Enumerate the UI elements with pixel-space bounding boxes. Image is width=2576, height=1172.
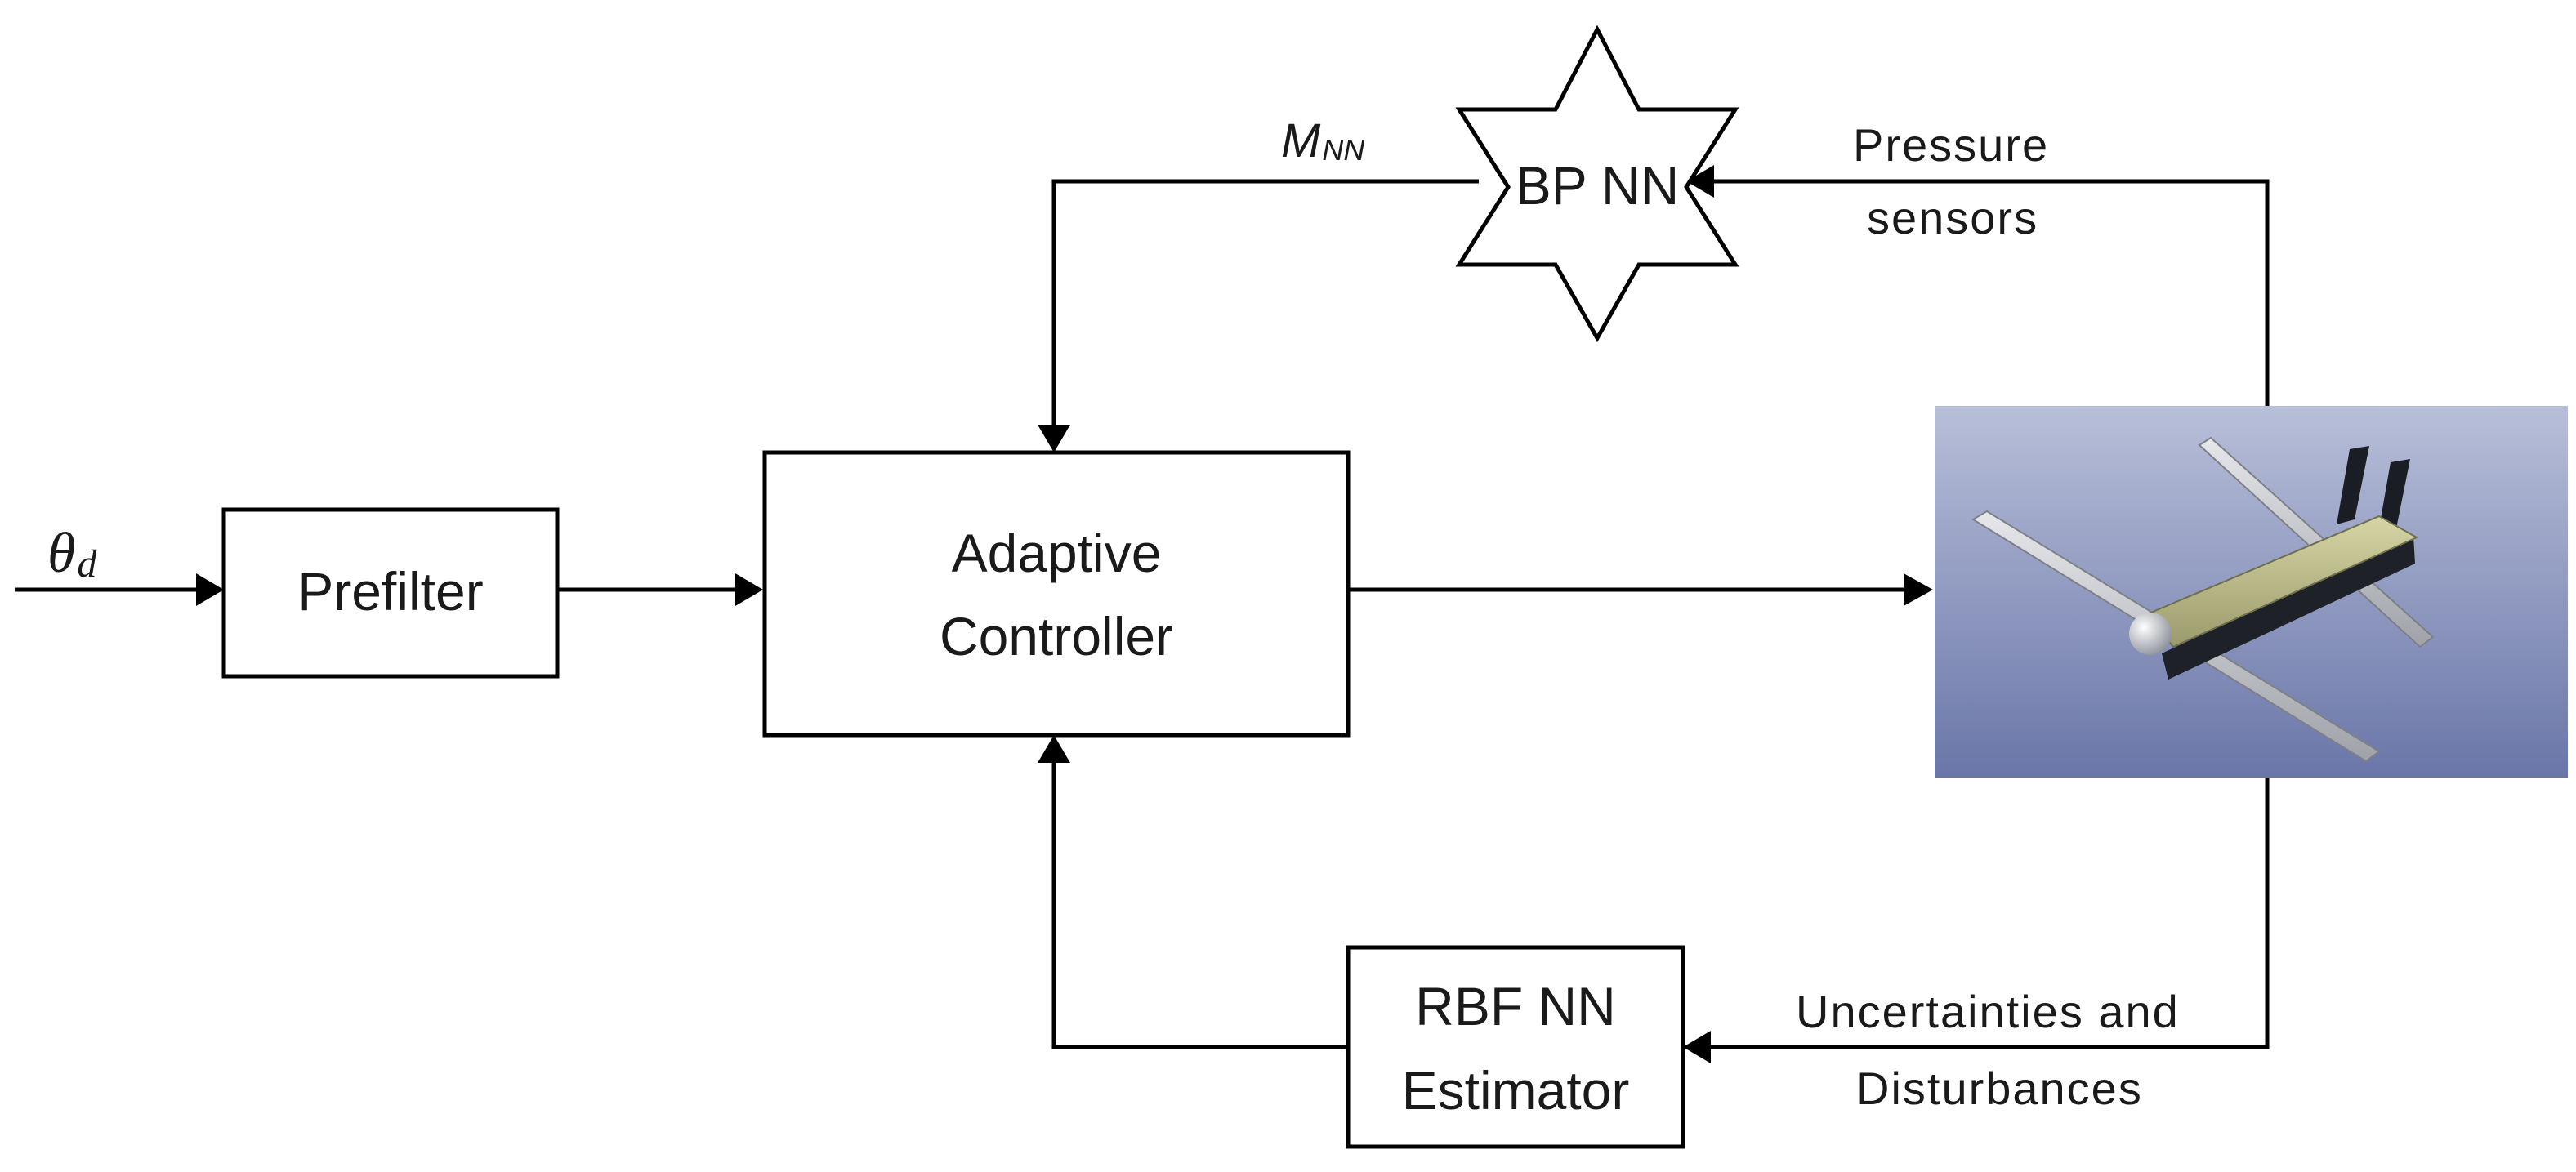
theta-subscript: d (77, 542, 97, 586)
rbf-label-line2: Estimator (1402, 1060, 1630, 1121)
svg-text:MNN: MNN (1281, 114, 1365, 167)
prefilter-block: Prefilter (221, 507, 560, 679)
uncertainty-label-line1: Uncertainties and (1796, 986, 2180, 1037)
fuselage-shadow (2162, 536, 2415, 680)
theta-symbol: θ (47, 522, 75, 585)
pressure-label-line1: Pressure (1853, 119, 2049, 171)
prefilter-label: Prefilter (297, 561, 483, 622)
adaptive-controller-block: Adaptive Controller (762, 450, 1351, 738)
plant-to-rbf-arrowhead (1683, 1031, 1711, 1063)
rbf-nn-estimator-block: RBF NN Estimator (1346, 945, 1685, 1149)
plant-to-bpnn-line (1714, 179, 2270, 406)
input-arrowhead (196, 573, 224, 606)
uncertainty-label-line2: Disturbances (1856, 1063, 2143, 1114)
rbf-label-line1: RBF NN (1415, 976, 1616, 1036)
prefilter-to-controller-arrowhead (735, 573, 763, 606)
mnn-label: MNN (1281, 114, 1365, 167)
bp-nn-block: BP NN (1455, 25, 1739, 343)
controller-label-line1: Adaptive (952, 523, 1162, 583)
controller-to-plant-arrowhead (1904, 573, 1933, 606)
bpnn-to-controller-line (1051, 179, 1479, 425)
input-theta-d-label: θd (47, 522, 97, 586)
tail-fin-left (2337, 446, 2369, 524)
bp-nn-label: BP NN (1516, 155, 1680, 216)
rbf-to-controller-arrowhead (1038, 735, 1070, 763)
tail-fin-right (2377, 459, 2410, 537)
controller-label-line2: Controller (940, 606, 1173, 666)
mnn-main: M (1281, 114, 1321, 167)
mnn-subscript: NN (1322, 133, 1365, 167)
plant-to-rbf-line (1711, 778, 2270, 1049)
bpnn-to-controller-arrowhead (1038, 425, 1070, 452)
nose-sphere (2129, 613, 2172, 655)
plant-to-bpnn-arrowhead (1686, 165, 1714, 198)
aircraft-model-image (1935, 406, 2568, 778)
pressure-label-line2: sensors (1867, 192, 2038, 243)
svg-text:θd: θd (47, 522, 97, 586)
rbf-to-controller-line (1051, 763, 1346, 1049)
